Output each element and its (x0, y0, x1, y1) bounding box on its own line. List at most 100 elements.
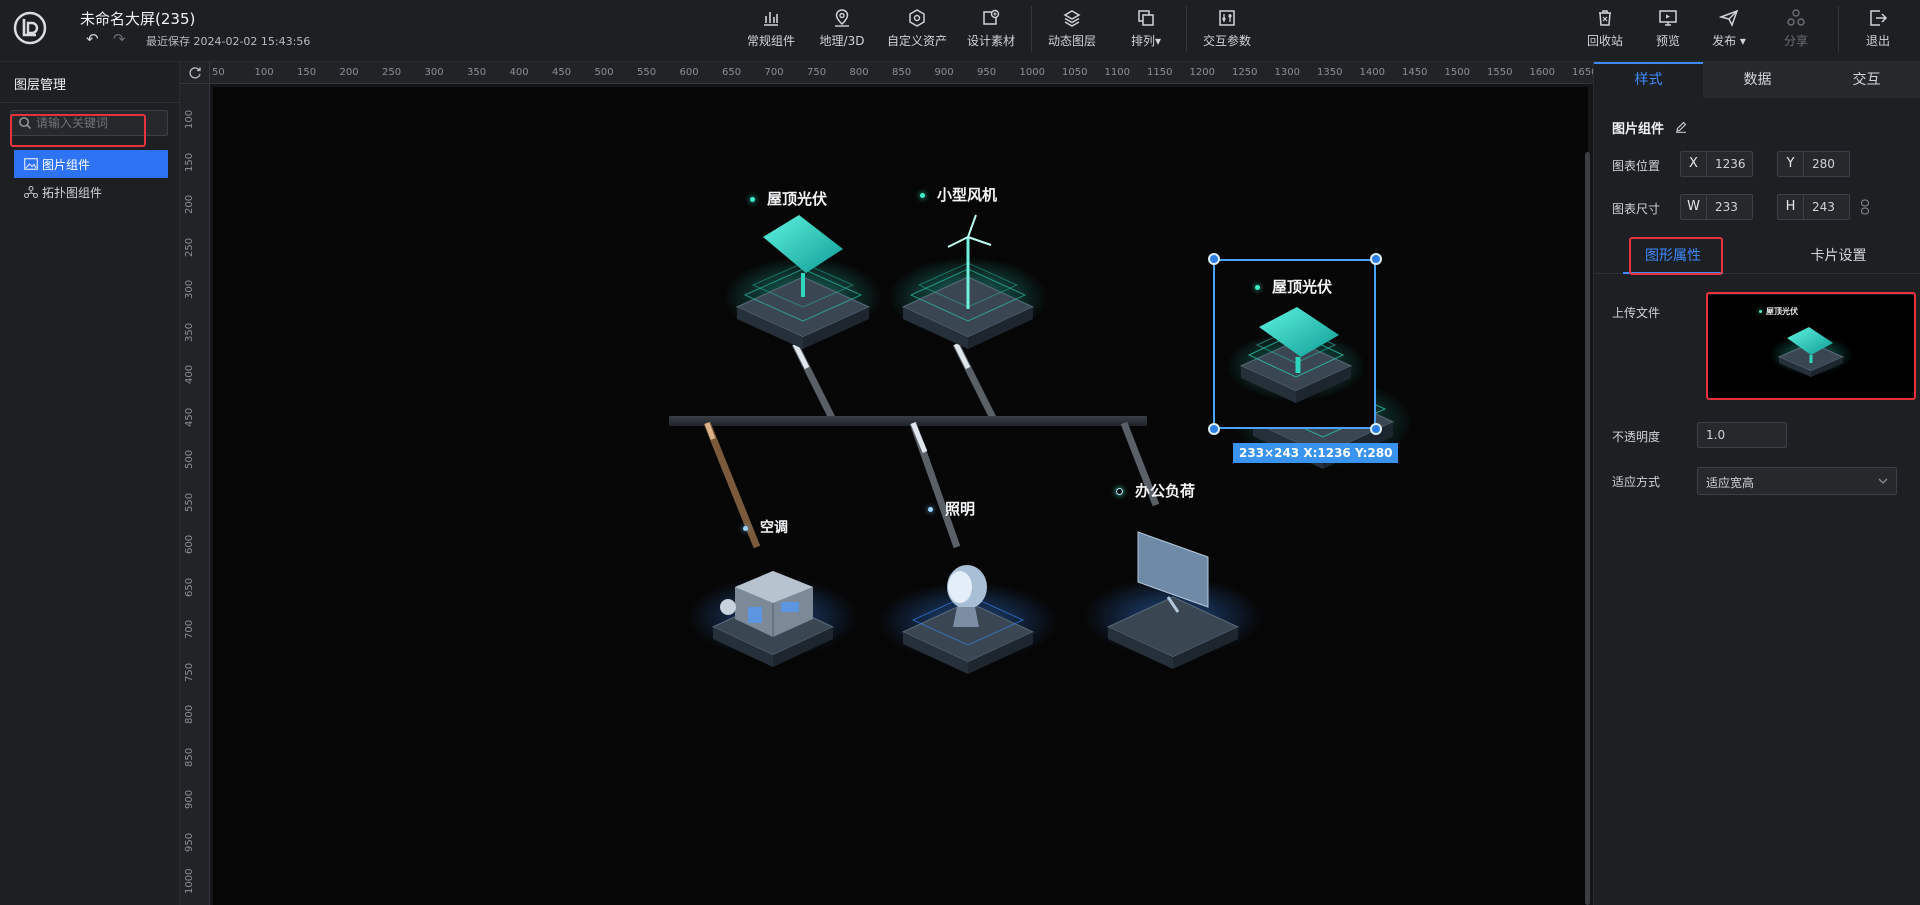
y-field[interactable]: Y 280 (1777, 151, 1850, 177)
layer-item-topology[interactable]: 拓扑图组件 (14, 178, 168, 206)
recycle-bin-button[interactable]: 回收站 (1585, 8, 1625, 54)
image-icon (24, 158, 38, 170)
upload-label: 上传文件 (1612, 306, 1661, 320)
ruler-tick: 400 (184, 364, 195, 384)
selected-node-label: 屋顶光伏 (1255, 276, 1332, 297)
selected-image-component[interactable]: 屋顶光伏 (1213, 259, 1376, 429)
redo-icon[interactable]: ↷ (113, 30, 126, 48)
position-label: 图表位置 (1612, 159, 1661, 173)
ruler-tick: 350 (467, 67, 487, 78)
h-field[interactable]: H 243 (1777, 194, 1850, 220)
tool-label: 交互参数 (1202, 34, 1251, 48)
y-prefix: Y (1778, 152, 1804, 176)
ruler-tick: 1400 (1359, 67, 1385, 78)
undo-icon[interactable]: ↶ (86, 30, 99, 48)
thumbnail-label: 屋顶光伏 (1759, 306, 1798, 317)
tool-label: 动态图层 (1047, 34, 1096, 48)
ruler-tick: 750 (807, 67, 827, 78)
ruler-tick: 700 (764, 67, 784, 78)
refresh-icon[interactable] (188, 66, 202, 80)
resize-handle-top-right[interactable] (1370, 253, 1382, 265)
exit-button[interactable]: 退出 (1858, 8, 1898, 54)
fit-mode-select[interactable]: 适应宽高 (1697, 467, 1897, 495)
properties-panel: 样式 数据 交互 图片组件 图表位置 X 1236 Y 280 图表尺寸 W 2… (1593, 62, 1920, 905)
layer-panel-title: 图层管理 (14, 78, 67, 93)
ruler-tick: 550 (637, 67, 657, 78)
status-dot (750, 197, 755, 202)
node-label-lighting: 照明 (928, 498, 975, 519)
resize-handle-bottom-right[interactable] (1370, 423, 1382, 435)
size-label: 图表尺寸 (1612, 202, 1661, 216)
opacity-input[interactable]: 1.0 (1697, 422, 1787, 448)
action-label: 分享 (1783, 34, 1808, 48)
x-field[interactable]: X 1236 (1680, 151, 1753, 177)
ruler-tick: 100 (254, 67, 274, 78)
chevron-down-icon (1878, 478, 1888, 484)
ruler-tick: 200 (184, 194, 195, 214)
layer-item-image[interactable]: 图片组件 (14, 150, 168, 178)
tab-interaction[interactable]: 交互 (1852, 72, 1881, 88)
tab-card-settings[interactable]: 卡片设置 (1810, 248, 1867, 264)
tab-data[interactable]: 数据 (1743, 72, 1772, 88)
ruler-tick: 350 (184, 322, 195, 342)
ruler-tick: 550 (184, 492, 195, 512)
ruler-tick: 400 (509, 67, 529, 78)
tool-geo-3d[interactable]: 地理/3D (818, 8, 866, 54)
edit-icon[interactable] (1675, 121, 1687, 133)
tool-regular-components[interactable]: 常规组件 (743, 8, 799, 54)
tool-design-material[interactable]: 设计素材 (965, 8, 1017, 54)
action-label: 发布 ▾ (1712, 34, 1746, 48)
highlight-frame (10, 114, 146, 147)
ruler-tick: 850 (892, 67, 912, 78)
component-title: 图片组件 (1612, 118, 1687, 137)
layer-search-input[interactable] (36, 115, 164, 131)
link-ratio-icon[interactable] (1860, 199, 1870, 215)
resize-handle-top-left[interactable] (1208, 253, 1220, 265)
ruler-tick: 1050 (1062, 67, 1088, 78)
ruler-tick: 1100 (1104, 67, 1130, 78)
upload-preview[interactable]: 屋顶光伏 (1707, 295, 1914, 398)
x-prefix: X (1681, 152, 1707, 176)
divider (0, 102, 180, 103)
ruler-tick: 850 (184, 747, 195, 767)
ruler-tick: 1600 (1529, 67, 1555, 78)
status-ring (1116, 488, 1123, 495)
ruler-tick: 450 (184, 407, 195, 427)
share-button[interactable]: 分享 (1776, 8, 1816, 54)
w-field[interactable]: W 233 (1680, 194, 1753, 220)
status-dot (928, 507, 933, 512)
ruler-tick: 1550 (1487, 67, 1513, 78)
preview-button[interactable]: 预览 (1648, 8, 1688, 54)
opacity-label: 不透明度 (1612, 430, 1661, 444)
sliders-icon (1219, 10, 1235, 26)
tool-interaction-params[interactable]: 交互参数 (1200, 8, 1254, 54)
ruler-tick: 250 (184, 237, 195, 257)
tool-dynamic-layers[interactable]: 动态图层 (1046, 8, 1098, 54)
vertical-scrollbar[interactable] (1585, 152, 1590, 905)
ruler-tick: 150 (297, 67, 317, 78)
tool-label: 常规组件 (746, 34, 795, 48)
tool-custom-assets[interactable]: 自定义资产 (885, 8, 949, 54)
tool-arrange[interactable]: 排列▾ (1125, 8, 1167, 54)
ruler-tick: 1350 (1317, 67, 1343, 78)
fit-mode-value: 适应宽高 (1706, 476, 1755, 490)
design-stage[interactable]: 屋顶光伏 小型风机 空调 照明 办公负荷 屋顶光伏 233×243 X:1236… (213, 87, 1588, 905)
tab-style[interactable]: 样式 (1594, 62, 1703, 98)
send-icon (1719, 9, 1739, 27)
ruler-tick: 100 (184, 109, 195, 129)
publish-button[interactable]: 发布 ▾ (1707, 8, 1751, 54)
bar-chart-icon (764, 12, 778, 26)
opacity-value: 1.0 (1706, 428, 1726, 442)
preview-icon (1659, 10, 1677, 26)
solar-image (1226, 307, 1366, 403)
resize-handle-bottom-left[interactable] (1208, 423, 1220, 435)
highlight-frame (1706, 292, 1916, 400)
ruler-tick: 900 (184, 789, 195, 809)
ruler-tick: 800 (849, 67, 869, 78)
screen-title[interactable]: 未命名大屏(235) (80, 10, 196, 28)
search-icon (19, 117, 31, 129)
w-prefix: W (1681, 195, 1707, 219)
ruler-tick: 750 (184, 662, 195, 682)
ruler-tick: 600 (679, 67, 699, 78)
